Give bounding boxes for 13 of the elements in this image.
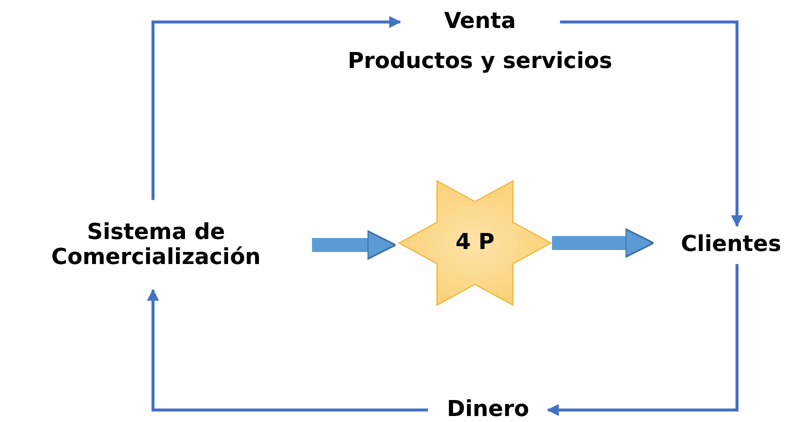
node-label: Dinero [446, 397, 530, 422]
block-arrow [312, 230, 396, 260]
arrow [546, 264, 738, 416]
node-label: Sistema de Comercialización [50, 220, 262, 270]
node-caption: Productos y servicios [346, 48, 614, 76]
arrow [152, 16, 402, 200]
node-label: 4 P [455, 230, 495, 256]
arrow [560, 20, 743, 228]
block-arrow [552, 228, 654, 258]
star-shape [398, 180, 552, 306]
node-label: Clientes [680, 232, 782, 258]
arrow [147, 288, 428, 412]
node-label: Venta [444, 9, 516, 35]
